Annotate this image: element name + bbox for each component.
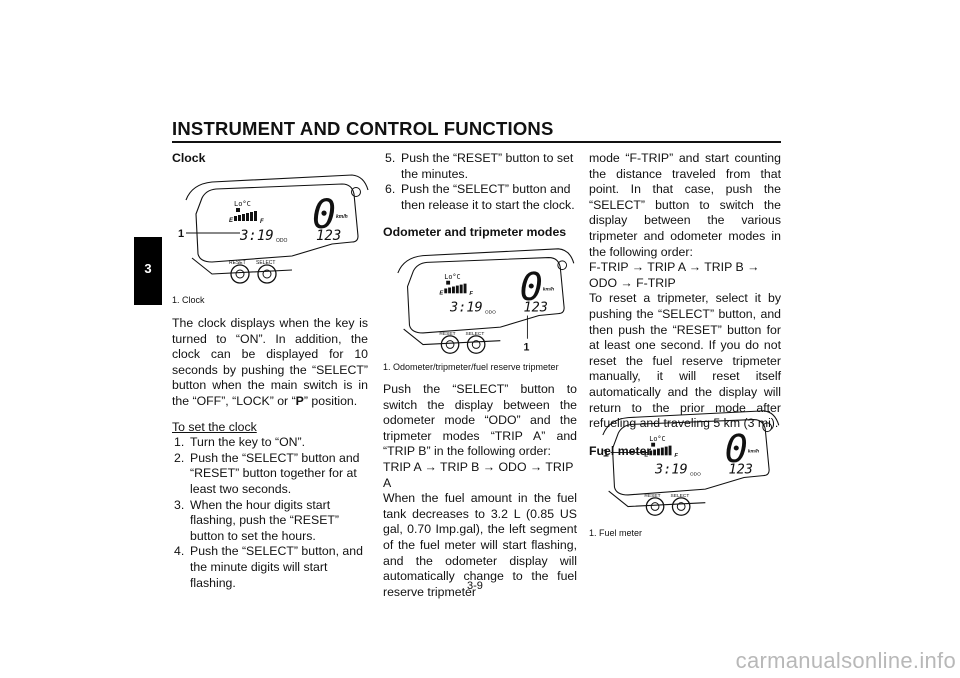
indicator-icon: [762, 422, 773, 433]
figure-clock: Lo°C E F 0 km/h 3:19 ODO 123 RESET SELEC…: [172, 170, 372, 290]
fuel-f-label: F: [469, 291, 473, 297]
fuel-pump-icon: [446, 280, 451, 285]
set-clock-steps: 1.Turn the key to “ON”. 2.Push the “SELE…: [172, 435, 368, 591]
set-clock-steps-cont: 5.Push the “RESET” button to set the min…: [383, 151, 577, 213]
header-rule: [172, 141, 781, 143]
parking-position-symbol: P: [295, 393, 304, 408]
figure-fuel-meter: Lo°C E F 0 km/h 3:19 ODO 123 RESET SELEC…: [589, 406, 783, 522]
column-3-text: 1. Fuel meter: [589, 528, 781, 539]
step-1: 1.Turn the key to “ON”.: [174, 435, 306, 450]
callout-number: 1: [524, 341, 530, 353]
figure-odometer: Lo°C E F 0 km/h 3:19 ODO 123 RESET SELEC…: [383, 244, 579, 360]
step-2: 2.Push the “SELECT” button and “RESET” b…: [174, 450, 360, 496]
fuel-f-label: F: [260, 219, 264, 225]
column-2: 5.Push the “RESET” button to set the min…: [383, 151, 577, 241]
select-button: [257, 264, 277, 284]
fuel-f-label: F: [674, 453, 678, 459]
fuel-pump-icon: [651, 442, 656, 447]
select-button: [671, 497, 691, 516]
step-5: 5.Push the “RESET” button to set the min…: [385, 151, 574, 181]
odo-label: ODO: [276, 238, 288, 244]
low-temp-indicator: Lo°C: [234, 200, 251, 208]
fuel-gauge-bars: [649, 445, 672, 456]
odometer-heading: Odometer and tripmeter modes: [383, 225, 567, 240]
column-3: mode “F-TRIP” and start counting the dis…: [589, 151, 781, 459]
column-1: Clock: [172, 151, 368, 167]
speed-unit: km/h: [748, 448, 759, 454]
clock-readout: 3:19: [449, 300, 483, 316]
page-number: 3-9: [467, 580, 483, 592]
speed-unit: km/h: [336, 214, 348, 220]
low-temp-indicator: Lo°C: [444, 273, 460, 281]
set-clock-subheading: To set the clock: [172, 419, 257, 434]
meter-illustration: Lo°C E F 0 km/h 3:19 ODO 123 RESET SELEC…: [397, 248, 575, 354]
odo-readout: 123: [729, 462, 753, 478]
clock-description: The clock displays when the key is turne…: [172, 316, 368, 410]
low-temp-indicator: Lo°C: [649, 435, 665, 443]
odo-readout: 123: [316, 228, 341, 244]
figure-caption-odometer: 1. Odometer/tripmeter/fuel reserve tripm…: [383, 362, 559, 372]
page-title: INSTRUMENT AND CONTROL FUNCTIONS: [172, 118, 554, 139]
meter-body: [185, 174, 369, 275]
meter-body: [602, 410, 780, 508]
figure-caption-fuel-meter: 1. Fuel meter: [589, 528, 643, 538]
column-1-text: 1. Clock The clock displays when the key…: [172, 295, 368, 591]
step-6: 6.Push the “SELECT” button and then rele…: [385, 182, 575, 212]
clock-description-text: The clock displays when the key is turne…: [172, 316, 368, 408]
speed-digit: 0: [725, 427, 748, 472]
select-button-label: SELECT: [256, 260, 275, 266]
select-button-label: SELECT: [466, 331, 485, 337]
reset-button-label: RESET: [439, 331, 455, 337]
speed-unit: km/h: [543, 286, 554, 292]
select-button: [466, 335, 486, 354]
callout-number: 1: [178, 228, 184, 240]
reset-tripmeter-description: To reset a tripmeter, select it by pushi…: [589, 291, 781, 431]
meter-illustration: Lo°C E F 0 km/h 3:19 ODO 123 RESET SELEC…: [178, 174, 369, 284]
odo-readout: 123: [524, 300, 548, 316]
odometer-description: Push the “SELECT” button to switch the d…: [383, 382, 577, 459]
fuel-gauge-bars: [444, 283, 467, 294]
select-button-label: SELECT: [671, 493, 690, 499]
figure-caption-clock: 1. Clock: [172, 295, 205, 305]
reset-button: [440, 335, 460, 354]
fuel-e-label: E: [644, 452, 649, 458]
speed-digit: 0: [520, 265, 543, 310]
fuel-e-label: E: [229, 218, 234, 224]
step-4: 4.Push the “SELECT” button, and the minu…: [174, 544, 363, 590]
tripmeter-order: F-TRIP → TRIP A → TRIP B → ODO → F-TRIP: [589, 260, 760, 290]
tripmeter-description: mode “F-TRIP” and start counting the dis…: [589, 151, 781, 259]
meter-illustration: Lo°C E F 0 km/h 3:19 ODO 123 RESET SELEC…: [602, 410, 780, 516]
chapter-tab: 3: [134, 237, 162, 305]
fuel-reserve-description: When the fuel amount in the fuel tank de…: [383, 491, 577, 599]
reset-button-label: RESET: [644, 493, 660, 499]
clock-readout: 3:19: [239, 228, 274, 244]
clock-description-end: ” position.: [303, 393, 358, 408]
reset-button: [230, 264, 250, 284]
speed-digit: 0: [312, 192, 336, 238]
fuel-e-label: E: [439, 290, 444, 296]
watermark: carmanualsonline.info: [735, 648, 956, 673]
fuel-meter-heading: Fuel meter: [589, 443, 652, 458]
reset-button: [645, 497, 665, 516]
reset-button-label: RESET: [229, 260, 246, 266]
chapter-number: 3: [144, 261, 152, 276]
step-3: 3.When the hour digits start flashing, p…: [174, 497, 339, 543]
clock-heading: Clock: [172, 151, 206, 165]
indicator-icon: [557, 260, 568, 271]
meter-body: [397, 248, 575, 346]
odo-label: ODO: [485, 310, 496, 316]
clock-readout: 3:19: [654, 462, 688, 478]
callout-number: 1: [603, 447, 609, 459]
odometer-order: TRIP A → TRIP B → ODO → TRIP A: [383, 459, 574, 490]
fuel-pump-icon: [236, 208, 240, 212]
indicator-icon: [351, 187, 361, 197]
odo-label: ODO: [690, 472, 701, 478]
column-2-text: 1. Odometer/tripmeter/fuel reserve tripm…: [383, 362, 577, 600]
fuel-gauge-bars: [234, 211, 257, 221]
